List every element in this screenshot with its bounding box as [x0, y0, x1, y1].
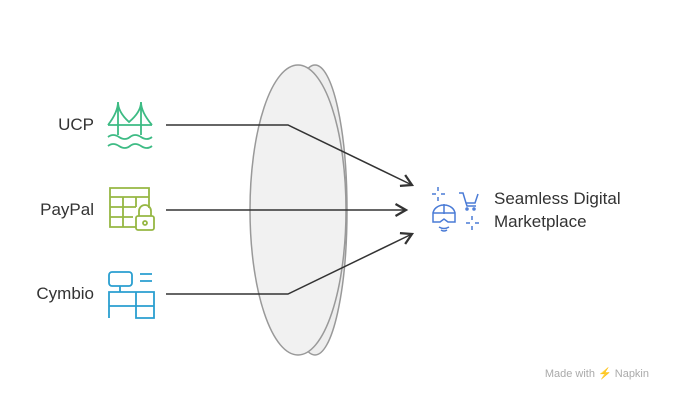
- watermark: Made with ⚡ Napkin: [544, 368, 649, 380]
- output-label-line1: Seamless Digital: [494, 189, 621, 208]
- vr-shopping-cart-icon: [432, 187, 479, 232]
- input-label-ucp: UCP: [58, 115, 94, 134]
- input-label-cymbio: Cymbio: [36, 284, 94, 303]
- bridge-icon: [107, 101, 153, 149]
- desk-computer-icon: [108, 271, 155, 319]
- arrow-ucp: [166, 124, 415, 187]
- arrow-cymbio: [166, 232, 415, 295]
- input-label-paypal: PayPal: [40, 200, 94, 219]
- table-lock-icon: [109, 187, 155, 231]
- output-label-line2: Marketplace: [494, 212, 587, 231]
